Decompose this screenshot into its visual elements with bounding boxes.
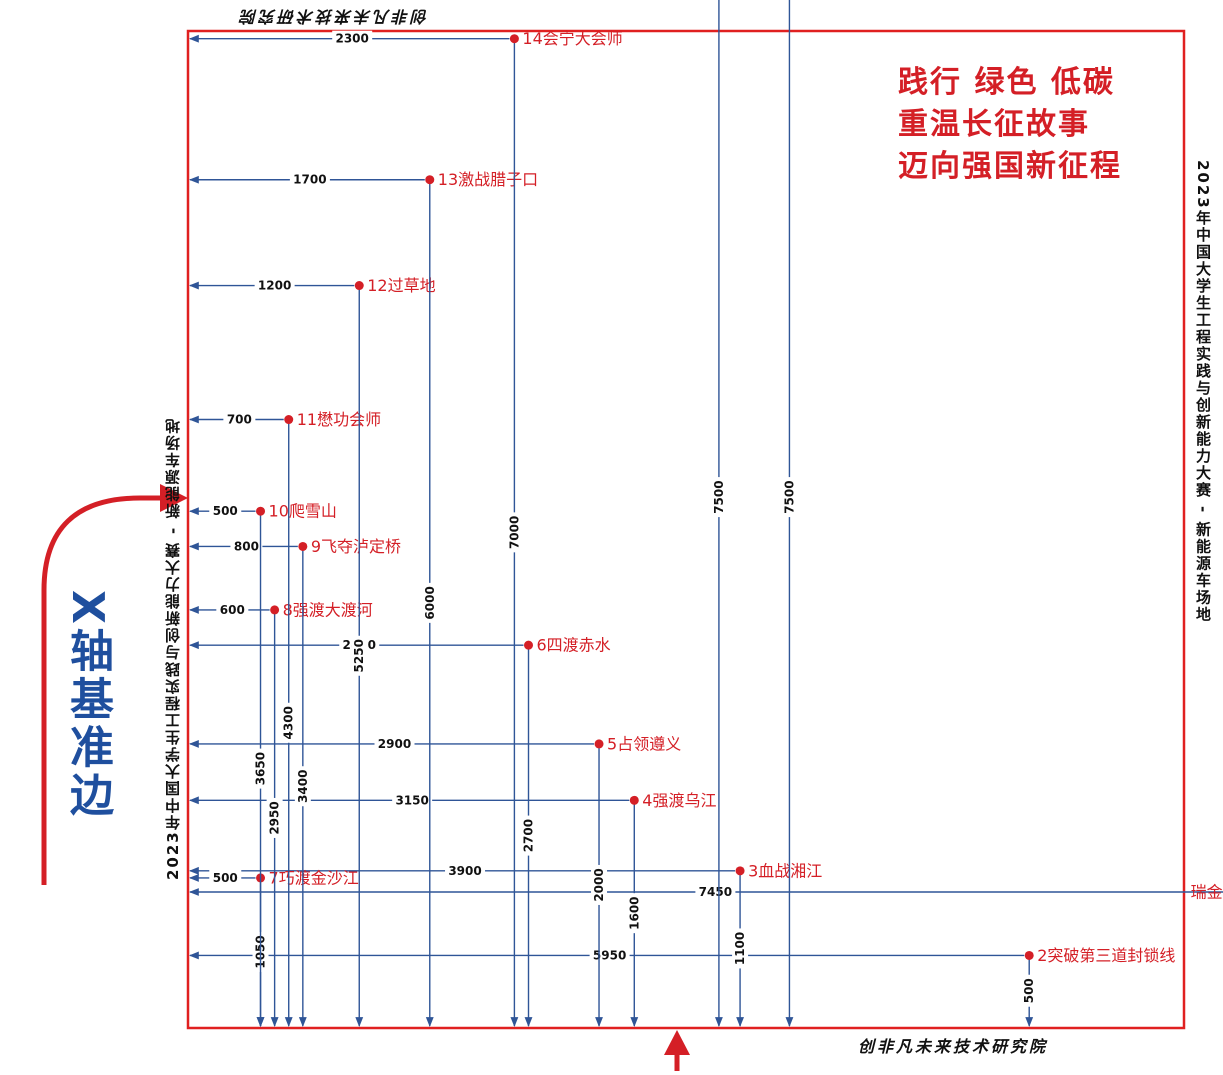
x-dimension-label-bg-11 — [223, 411, 256, 428]
y-dimension-label-bg-6 — [520, 815, 537, 856]
y-dimension-label-13: 6000 — [423, 586, 437, 619]
checkpoint-point-8 — [270, 605, 280, 615]
x-dimension-label-5: 2900 — [378, 737, 411, 751]
slogan-line-2: 重温长征故事 — [898, 107, 1090, 142]
y-dimension-label-bg-14 — [506, 512, 523, 553]
x-dimension-label-bg-3 — [445, 862, 486, 879]
x-dimension-label-2: 5950 — [593, 948, 626, 962]
y-dimension-label-9: 3400 — [296, 770, 310, 803]
slogan-line-3: 迈向强国新征程 — [898, 149, 1122, 184]
y-dimension-label-12: 5250 — [352, 639, 366, 672]
x-dimension-label-bg-5 — [374, 735, 415, 752]
y-dimension-label-16: 7500 — [782, 480, 796, 513]
x-dimension-label-11: 700 — [227, 413, 252, 427]
checkpoint-label-11: 11懋功会师 — [297, 410, 381, 429]
y-dimension-label-bg-11 — [280, 702, 297, 743]
x-dimension-label-bg-10 — [209, 503, 242, 520]
y-dimension-label-bg-5 — [591, 864, 608, 905]
checkpoint-label-13: 13激战腊子口 — [438, 170, 538, 189]
checkpoint-point-5 — [594, 739, 604, 749]
checkpoint-point-10 — [256, 506, 266, 516]
y-dimension-label-bg-13 — [421, 582, 438, 623]
x-dimension-label-12: 1200 — [258, 279, 291, 293]
x-dimension-label-1: 7450 — [699, 885, 732, 899]
x-axis-baseline-label: X轴基准边 — [62, 590, 113, 820]
x-dimension-label-13: 1700 — [293, 173, 326, 187]
y-dimension-label-bg-10 — [252, 748, 269, 789]
checkpoint-point-2 — [1024, 950, 1034, 960]
y-dimension-label-bg-15 — [710, 477, 727, 518]
x-dimension-label-bg-7 — [209, 869, 242, 886]
x-dimension-label-bg-9 — [230, 538, 263, 555]
y-dimension-label-3: 1100 — [733, 932, 747, 965]
y-dimension-label-bg-4 — [626, 893, 643, 934]
checkpoint-label-10: 10爬雪山 — [269, 502, 337, 521]
checkpoint-point-9 — [298, 541, 308, 551]
competition-title-right: 2023年中国大学生工程实践与创新能力大赛 - 新能源车场地 — [1194, 160, 1212, 624]
x-axis-arrowhead-icon — [160, 484, 188, 512]
checkpoint-point-12 — [354, 281, 364, 291]
origin-arrowhead-icon — [664, 1030, 690, 1055]
x-dimension-label-bg-13 — [289, 171, 330, 188]
x-dimension-label-3: 3900 — [448, 864, 481, 878]
checkpoint-label-1: 瑞金1 — [1191, 883, 1223, 902]
x-dimension-label-bg-4 — [392, 792, 433, 809]
field-border — [186, 29, 1186, 1030]
y-dimension-label-11: 4300 — [282, 706, 296, 739]
y-dimension-label-bg-12 — [351, 635, 368, 676]
x-dimension-label-bg-8 — [216, 601, 249, 618]
y-dimension-label-4: 1600 — [627, 896, 641, 929]
y-dimension-label-8: 2950 — [268, 801, 282, 834]
y-dimension-label-bg-2 — [1021, 974, 1038, 1007]
checkpoint-point-11 — [284, 415, 294, 425]
y-dimension-label-bg-16 — [781, 477, 798, 518]
x-dimension-label-9: 800 — [234, 539, 259, 553]
x-dimension-label-4: 3150 — [395, 793, 428, 807]
checkpoint-label-12: 12过草地 — [367, 276, 435, 295]
x-dimension-label-14: 2300 — [335, 32, 368, 46]
slogan: 践行 绿色 低碳 重温长征故事 迈向强国新征程 — [898, 62, 1122, 188]
y-dimension-label-10: 3650 — [254, 752, 268, 785]
checkpoint-label-5: 5占领遵义 — [607, 734, 681, 753]
checkpoint-label-2: 2突破第三道封锁线 — [1037, 946, 1175, 965]
x-dimension-label-8: 600 — [220, 603, 245, 617]
checkpoint-label-6: 6四渡赤水 — [537, 636, 611, 655]
institute-name-top: 创非凡未来技术研究院 — [238, 7, 429, 26]
checkpoint-point-14 — [509, 34, 519, 44]
y-dimension-label-bg-3 — [732, 928, 749, 969]
x-dimension-label-bg-14 — [332, 30, 373, 47]
checkpoint-point-4 — [629, 795, 639, 805]
checkpoint-label-7: 7巧渡金沙江 — [269, 868, 359, 887]
y-dimension-label-bg-9 — [294, 766, 311, 807]
x-dimension-label-7: 500 — [213, 871, 238, 885]
y-dimension-label-5: 2000 — [592, 868, 606, 901]
checkpoint-label-9: 9飞夺泸定桥 — [311, 537, 401, 556]
slogan-line-1: 践行 绿色 低碳 — [898, 65, 1115, 100]
x-dimension-label-10: 500 — [213, 504, 238, 518]
competition-title-left: 2023年中国大学生工程实践与创新能力大赛 - 新能源车场地 — [164, 416, 182, 880]
x-axis-curved-arrow-icon — [41, 495, 162, 885]
y-dimension-label-15: 7500 — [712, 480, 726, 513]
checkpoint-label-4: 4强渡乌江 — [642, 791, 716, 810]
y-dimension-label-bg-8 — [266, 797, 283, 838]
checkpoint-label-3: 3血战湘江 — [748, 861, 822, 880]
checkpoint-label-14: 14会宁大会师 — [522, 29, 622, 48]
y-dimension-label-14: 7000 — [507, 516, 521, 549]
checkpoint-point-3 — [735, 866, 745, 876]
institute-name-bottom: 创非凡未来技术研究院 — [858, 1037, 1049, 1056]
y-dimension-label-6: 2700 — [522, 819, 536, 852]
checkpoint-point-13 — [425, 175, 435, 185]
y-dimension-label-2: 500 — [1022, 978, 1036, 1003]
checkpoint-point-6 — [524, 640, 534, 650]
checkpoint-label-8: 8强渡大渡河 — [283, 600, 373, 619]
x-dimension-label-bg-12 — [254, 277, 295, 294]
x-dimension-label-bg-1 — [695, 884, 736, 901]
